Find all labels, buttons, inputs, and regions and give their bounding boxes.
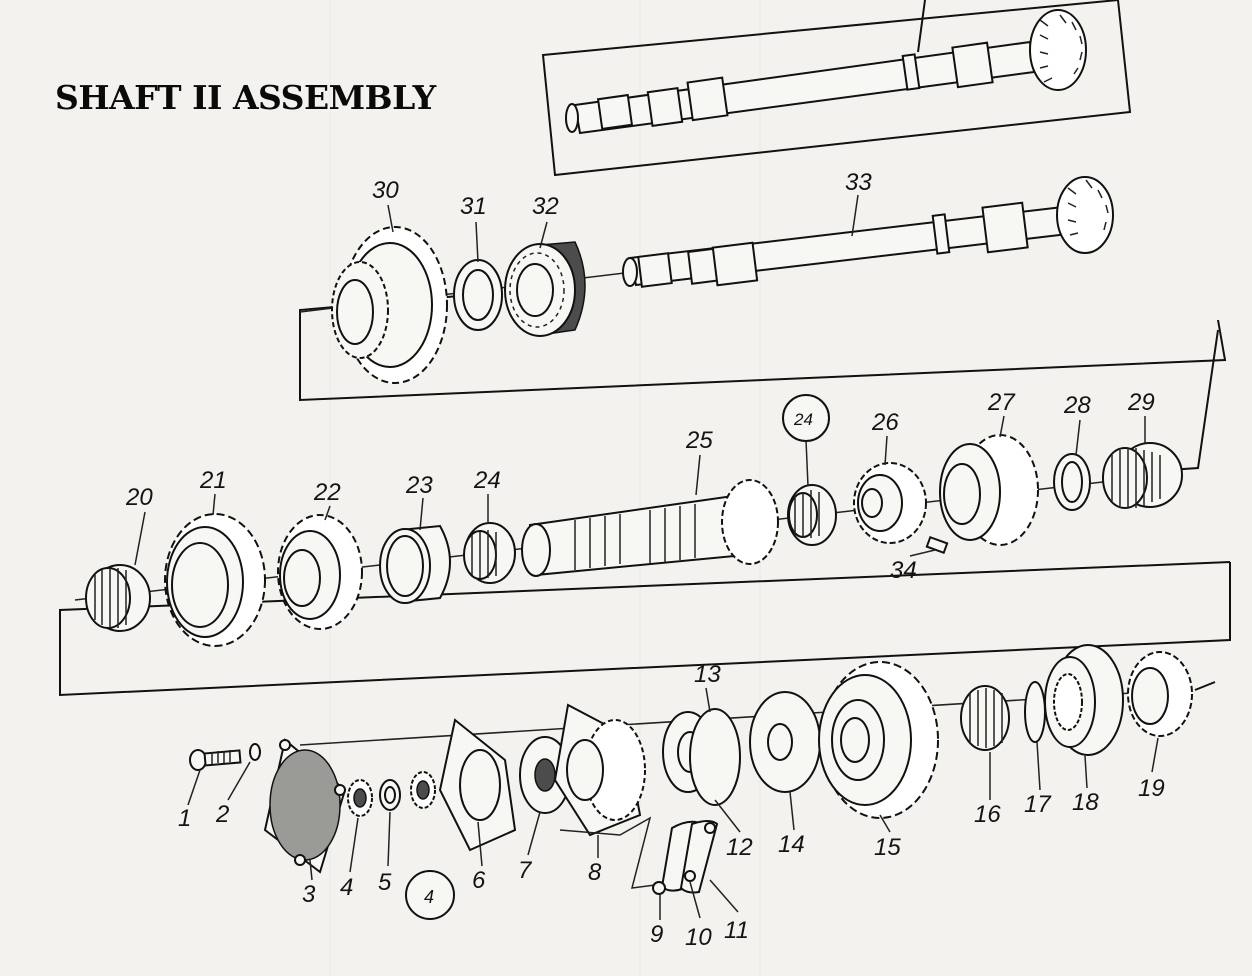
callout-32: 32 [532, 193, 559, 220]
callout-21: 21 [199, 467, 227, 494]
needle-bearing-29 [1102, 442, 1183, 509]
thrust-washer-14 [749, 691, 821, 793]
nut-4-second [410, 771, 436, 809]
callout-13: 13 [694, 661, 721, 688]
callout-7: 7 [518, 857, 533, 884]
callout-1: 1 [178, 805, 191, 832]
pin-34 [925, 535, 949, 555]
bearing-32 [504, 241, 586, 337]
washer-31 [453, 259, 503, 331]
callout-numbers: 30 31 32 33 20 21 22 23 24 25 24 26 27 2… [125, 169, 1165, 951]
cover-plate-3 [263, 738, 347, 874]
sleeve-23 [379, 524, 451, 604]
row-two-parts [299, 176, 1227, 402]
callout-8: 8 [588, 859, 602, 886]
gear-15 [818, 661, 939, 819]
washer-2 [249, 743, 261, 761]
gear-19 [1127, 651, 1193, 737]
gear-30 [331, 226, 448, 384]
row-three-parts [59, 329, 1231, 697]
needle-bearing-20 [85, 564, 151, 632]
callout-10: 10 [685, 924, 712, 951]
lock-plates-9-10-11 [559, 816, 719, 895]
diagram-title: SHAFT II ASSEMBLY [55, 78, 436, 117]
callout-19: 19 [1138, 775, 1165, 802]
needle-bearing-24-second [787, 484, 837, 546]
callout-23: 23 [405, 472, 433, 499]
callout-29: 29 [1127, 389, 1155, 416]
callout-16: 16 [974, 801, 1001, 828]
callout-9: 9 [650, 921, 663, 948]
gear-21 [164, 513, 266, 647]
callout-4: 4 [340, 874, 353, 901]
callout-22: 22 [313, 479, 341, 506]
gear-26 [853, 462, 927, 544]
spacer-17 [1024, 681, 1046, 743]
needle-bearing-24 [463, 522, 516, 584]
callout-30: 30 [372, 177, 399, 204]
top-shaft-box [541, 0, 1132, 177]
callout-6: 6 [472, 867, 486, 894]
callout-24-circled: 24 [793, 410, 813, 429]
row-four-parts [189, 644, 1216, 895]
washer-5 [379, 779, 401, 811]
callout-20: 20 [125, 484, 153, 511]
callout-15: 15 [874, 834, 901, 861]
gasket-6 [438, 718, 517, 852]
callout-26: 26 [871, 409, 899, 436]
bearing-housing-7-8 [519, 703, 646, 837]
bolt-1 [189, 749, 242, 771]
spline-shaft-25 [521, 479, 779, 577]
callout-2: 2 [215, 801, 229, 828]
callout-28: 28 [1063, 392, 1091, 419]
callout-33: 33 [845, 169, 872, 196]
callout-18: 18 [1072, 789, 1099, 816]
callout-17: 17 [1024, 791, 1052, 818]
needle-bearing-16 [960, 685, 1010, 751]
callout-5: 5 [378, 869, 392, 896]
callout-25: 25 [685, 427, 713, 454]
callout-12: 12 [726, 834, 753, 861]
shaft-33 [622, 176, 1114, 288]
callout-4-circled: 4 [424, 887, 434, 907]
callout-24: 24 [473, 467, 501, 494]
callout-34: 34 [890, 557, 917, 584]
callout-14: 14 [778, 831, 805, 858]
leader-lines [134, 194, 1159, 920]
hub-18 [1044, 644, 1124, 756]
callout-circle-4 [405, 870, 455, 920]
gear-22 [277, 514, 363, 630]
callout-11: 11 [724, 917, 749, 944]
callout-31: 31 [460, 193, 487, 220]
ring-28 [1053, 453, 1091, 511]
gear-27 [939, 434, 1039, 546]
callout-27: 27 [987, 389, 1016, 416]
callout-circle-24 [782, 394, 830, 442]
bearing-12 [662, 708, 741, 806]
callout-3: 3 [302, 881, 316, 908]
nut-4 [347, 779, 373, 817]
